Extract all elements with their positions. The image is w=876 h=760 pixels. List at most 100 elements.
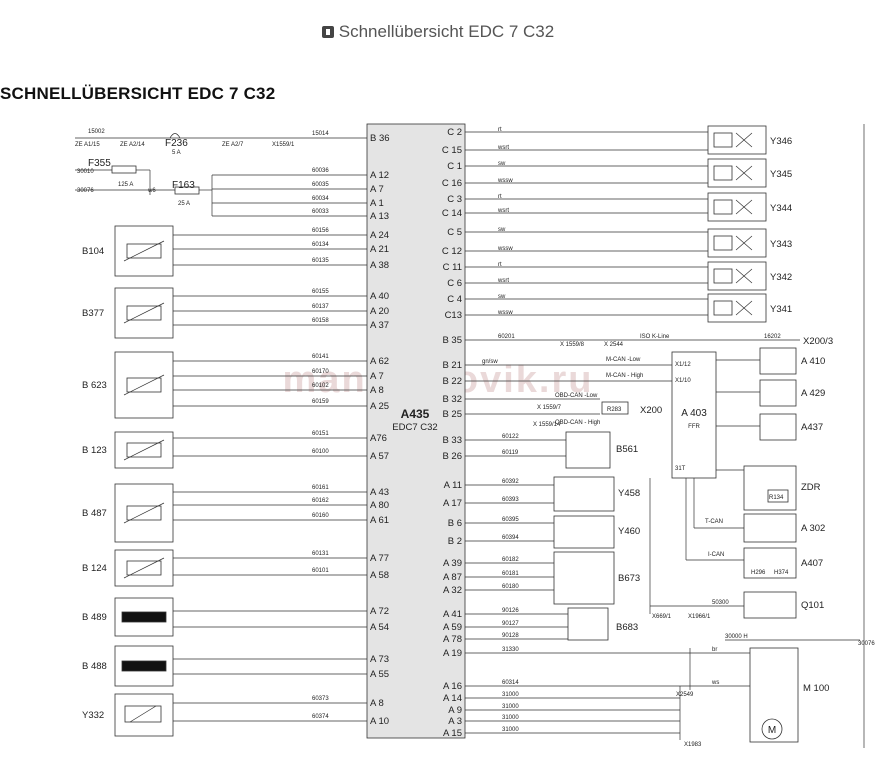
section-title: SCHNELLÜBERSICHT EDC 7 C32 [0, 84, 276, 103]
ffr-pin: X1/12 [675, 362, 691, 368]
module-label: A407 [801, 558, 823, 569]
component-label: Y460 [618, 526, 640, 537]
wire-label: M-CAN - High [606, 373, 643, 379]
wire-label: ISO K-Line [640, 334, 670, 340]
ecu-pin-a1: A 1 [370, 198, 384, 209]
wire-label: 60180 [502, 584, 519, 590]
wire-label: 60036 [312, 168, 329, 174]
ecu-pin-a54: A 54 [370, 622, 389, 633]
sensor-y460 [553, 515, 615, 549]
wire-color: wsrt [497, 278, 509, 284]
valve-x [735, 268, 753, 284]
ffr-sub: FFR [688, 424, 700, 430]
ecu-name: A435 [401, 407, 430, 421]
wire-color: br [712, 647, 717, 653]
variable-arrow [123, 240, 165, 262]
ecu-pin-r-a16: A 16 [443, 681, 462, 692]
wire-label: 60100 [312, 449, 329, 455]
wire-color: gn/sw [482, 359, 498, 365]
ecu-box [366, 123, 466, 739]
ffr-pin: 31T [675, 466, 686, 472]
connector-label: ZE A2/14 [120, 142, 145, 148]
connector-label: X1966/1 [688, 614, 711, 620]
wire-label: 15014 [312, 131, 329, 137]
wire-label: 60101 [312, 568, 329, 574]
zdr-box [743, 465, 797, 511]
valve-x [735, 199, 753, 215]
document-icon [321, 26, 334, 38]
component-label: B561 [616, 444, 638, 455]
variable-arrow [123, 302, 165, 324]
ecu-pin-r-b26: B 26 [442, 451, 462, 462]
ecu-pin-r-a11: A 11 [444, 480, 462, 491]
wire-label: 31000 [502, 727, 519, 733]
wire-label: 30076 [858, 641, 875, 647]
component-label: B 487 [82, 508, 107, 519]
connector-label: X 1559/14 [533, 422, 561, 428]
wire-color: wsrt [497, 145, 509, 151]
ecu-pin-r-c14: C 14 [442, 208, 462, 219]
wire-label: 15002 [88, 129, 105, 135]
valve-x [735, 300, 753, 316]
ecu-pin-r-c1: C 1 [447, 161, 462, 172]
solenoid [713, 235, 733, 251]
wire-label: 60162 [312, 498, 329, 504]
ecu-pin-a10: A 10 [370, 716, 389, 727]
header-title: Schnellübersicht EDC 7 C32 [338, 22, 555, 41]
valve-x [735, 165, 753, 181]
wire-label: 30000 H [725, 634, 748, 640]
wire-label: 90127 [502, 621, 519, 627]
valve-x [735, 132, 753, 148]
wire-label: 60314 [502, 680, 519, 686]
ecu-pin-a55: A 55 [370, 669, 389, 680]
wire-label: 90128 [502, 633, 519, 639]
wire-label: OBD-CAN -Low [555, 393, 598, 399]
module-label: A 429 [801, 388, 825, 399]
variable-arrow [123, 439, 165, 461]
q101-box [743, 591, 797, 619]
ecu-pin-r-a14: A 14 [443, 693, 462, 704]
wire-label: 60119 [502, 450, 519, 456]
valve-label: Y345 [770, 169, 792, 180]
a302-box [743, 513, 797, 543]
ecu-subname: EDC7 C32 [392, 422, 437, 433]
wire-label: 60156 [312, 228, 329, 234]
wire-color: wsrt [497, 208, 509, 214]
connector-label: ZE A1/15 [75, 142, 100, 148]
ecu-pin-r-a19: A 19 [443, 648, 462, 659]
connector-label: X1559/1 [272, 142, 295, 148]
wire-label: 31000 [502, 715, 519, 721]
wire-label: 60137 [312, 304, 329, 310]
component-label: B377 [82, 308, 104, 319]
sensor-y458 [553, 476, 615, 512]
connector-label: X 1559/7 [537, 405, 562, 411]
wire-label: 30010 [77, 169, 94, 175]
zdr-label: ZDR [801, 482, 821, 493]
ecu-pin-a25: A 25 [370, 401, 389, 412]
wire-label: 60170 [312, 369, 329, 375]
wire-label: 60201 [498, 334, 515, 340]
ecu-pin-a72: A 72 [370, 606, 389, 617]
r134-resistor [767, 489, 789, 503]
wire-label: 31330 [502, 647, 519, 653]
ecu-pin-r-a9: A 9 [448, 705, 462, 716]
ecu-pin-r-b2: B 2 [448, 536, 462, 547]
fuse-rating: 25 A [178, 201, 190, 207]
ecu-pin-a21: A 21 [370, 244, 389, 255]
wire-label: 60395 [502, 517, 519, 523]
component-label: B104 [82, 246, 104, 257]
sensor-body [121, 660, 167, 672]
wire-label: 60158 [312, 318, 329, 324]
ffr-module [671, 351, 717, 479]
connector-label: X1983 [684, 742, 702, 748]
resistor-r283 [601, 401, 629, 415]
wire-label: 60035 [312, 182, 329, 188]
component-label: B 489 [82, 612, 107, 623]
wire-label: 60394 [502, 535, 519, 541]
ffr-pin: X1/10 [675, 378, 691, 384]
wire-color: sw [498, 227, 506, 233]
page-header: Schnellübersicht EDC 7 C32 [0, 22, 876, 42]
wire-color: wssw [497, 178, 513, 184]
ecu-pin-b36: B 36 [370, 133, 390, 144]
wire-label: 60134 [312, 242, 329, 248]
